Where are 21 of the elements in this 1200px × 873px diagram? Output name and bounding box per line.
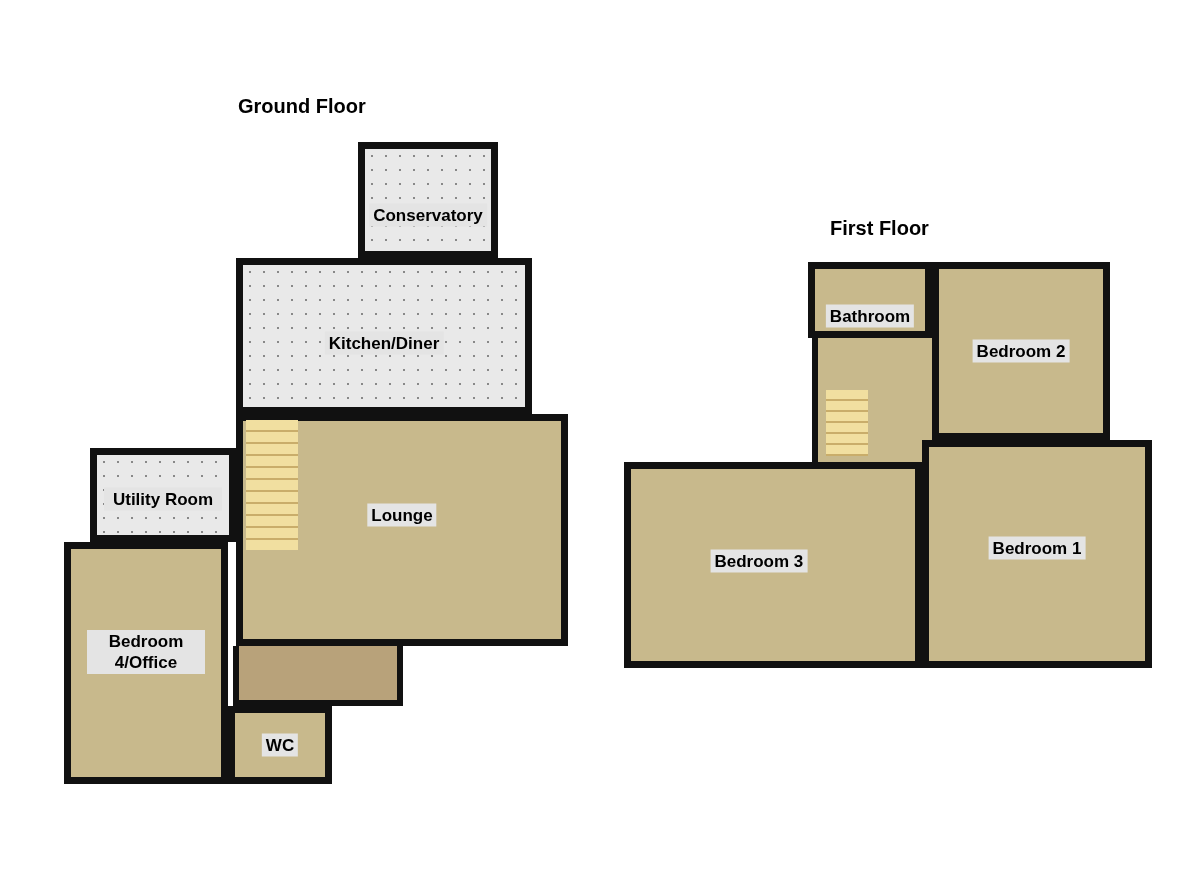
floor-heading: Ground Floor: [238, 95, 366, 118]
room-floor: [624, 462, 922, 668]
room-floor: [236, 414, 568, 646]
room-floor: [358, 142, 498, 258]
room-label: Bedroom 2: [972, 339, 1070, 363]
room-floor: [236, 258, 532, 414]
hall-floor: [233, 646, 403, 706]
hall-floor: [812, 338, 932, 462]
room-label: WC: [261, 733, 299, 757]
room-label: Bedroom 4/Office: [87, 629, 205, 674]
room-floor: [932, 262, 1110, 440]
room-floor: [64, 542, 228, 784]
room-label: Bedroom 1: [988, 536, 1086, 560]
room-label: Conservatory: [369, 203, 487, 227]
room-label: Bathroom: [825, 304, 915, 327]
room-label: Utility Room: [104, 487, 222, 511]
room-label: Kitchen/Diner: [324, 331, 444, 355]
room-label: Bedroom 3: [710, 549, 808, 573]
room-floor: [808, 262, 932, 338]
room-label: Lounge: [367, 503, 437, 527]
floor-heading: First Floor: [830, 217, 929, 240]
